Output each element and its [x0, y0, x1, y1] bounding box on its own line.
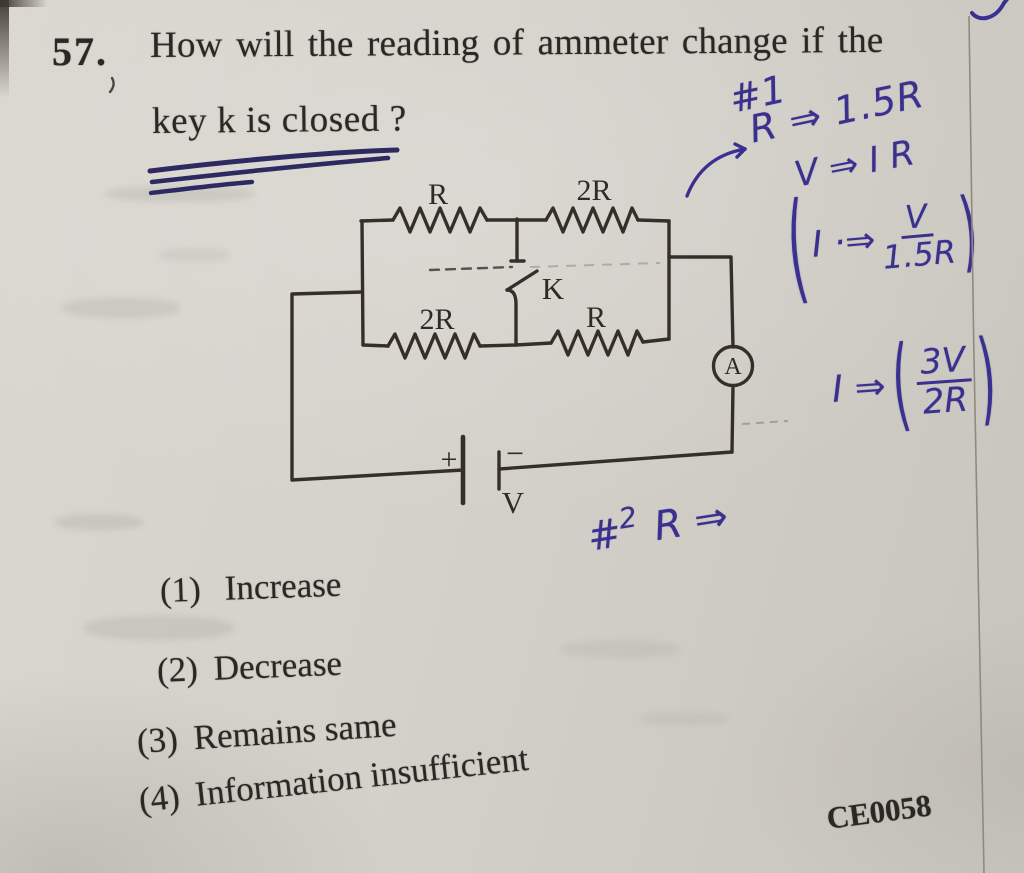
resistor-label-top-left: R — [428, 178, 448, 211]
resistor-zigzag-top-left — [391, 206, 489, 234]
battery-minus-sign: − — [506, 435, 524, 471]
resistor-zigzag-bottom-left — [386, 332, 482, 360]
battery-plus-sign: + — [441, 443, 458, 476]
resistor-label-bottom-left: 2R — [419, 303, 454, 336]
wire — [359, 218, 395, 223]
pen-curl-mark — [970, 0, 1009, 21]
wire-bottom-left — [290, 290, 465, 482]
bleedthrough-smudge — [560, 640, 680, 658]
resistor-zigzag-top-right — [544, 206, 640, 234]
resistor-zigzag-bottom-right — [549, 329, 645, 357]
bleedthrough-smudge — [62, 298, 180, 318]
wire — [636, 218, 671, 223]
circuit-labels: R 2R 2R R K A + − V — [419, 174, 742, 520]
wire — [641, 337, 671, 344]
ammeter-label: A — [724, 354, 742, 380]
wire — [730, 384, 735, 454]
photo-edge-shadow-top — [0, 0, 48, 7]
battery-voltage-label: V — [502, 485, 525, 520]
page-margin-line — [968, 15, 985, 873]
bleedthrough-smudge — [84, 616, 234, 640]
bleedthrough-smudge — [55, 514, 143, 530]
wire-left-edge — [360, 219, 365, 347]
key-bottom-terminal — [505, 288, 518, 347]
circuit-diagram — [290, 206, 755, 506]
faint-ruled-dashes — [529, 262, 661, 268]
pen-underline — [147, 147, 400, 196]
bleedthrough-smudge — [105, 186, 255, 202]
key-label: K — [542, 271, 565, 306]
wire — [361, 343, 390, 348]
wire-to-ammeter — [667, 255, 735, 349]
wire — [478, 341, 553, 348]
question-number: 57. — [52, 29, 108, 74]
bleedthrough-smudge — [160, 248, 230, 262]
bleedthrough-smudge — [640, 712, 730, 726]
faint-ruled-dashes — [741, 420, 789, 425]
wire-bottom-right — [497, 450, 734, 471]
key-lever — [505, 269, 539, 292]
key-gap-dashes — [428, 265, 514, 272]
photo-edge-shadow-left — [0, 0, 9, 98]
resistor-label-bottom-right: R — [586, 301, 606, 334]
resistor-label-top-right: 2R — [576, 174, 611, 207]
curved-arrow-icon — [685, 142, 747, 198]
stray-mark — [108, 76, 115, 94]
